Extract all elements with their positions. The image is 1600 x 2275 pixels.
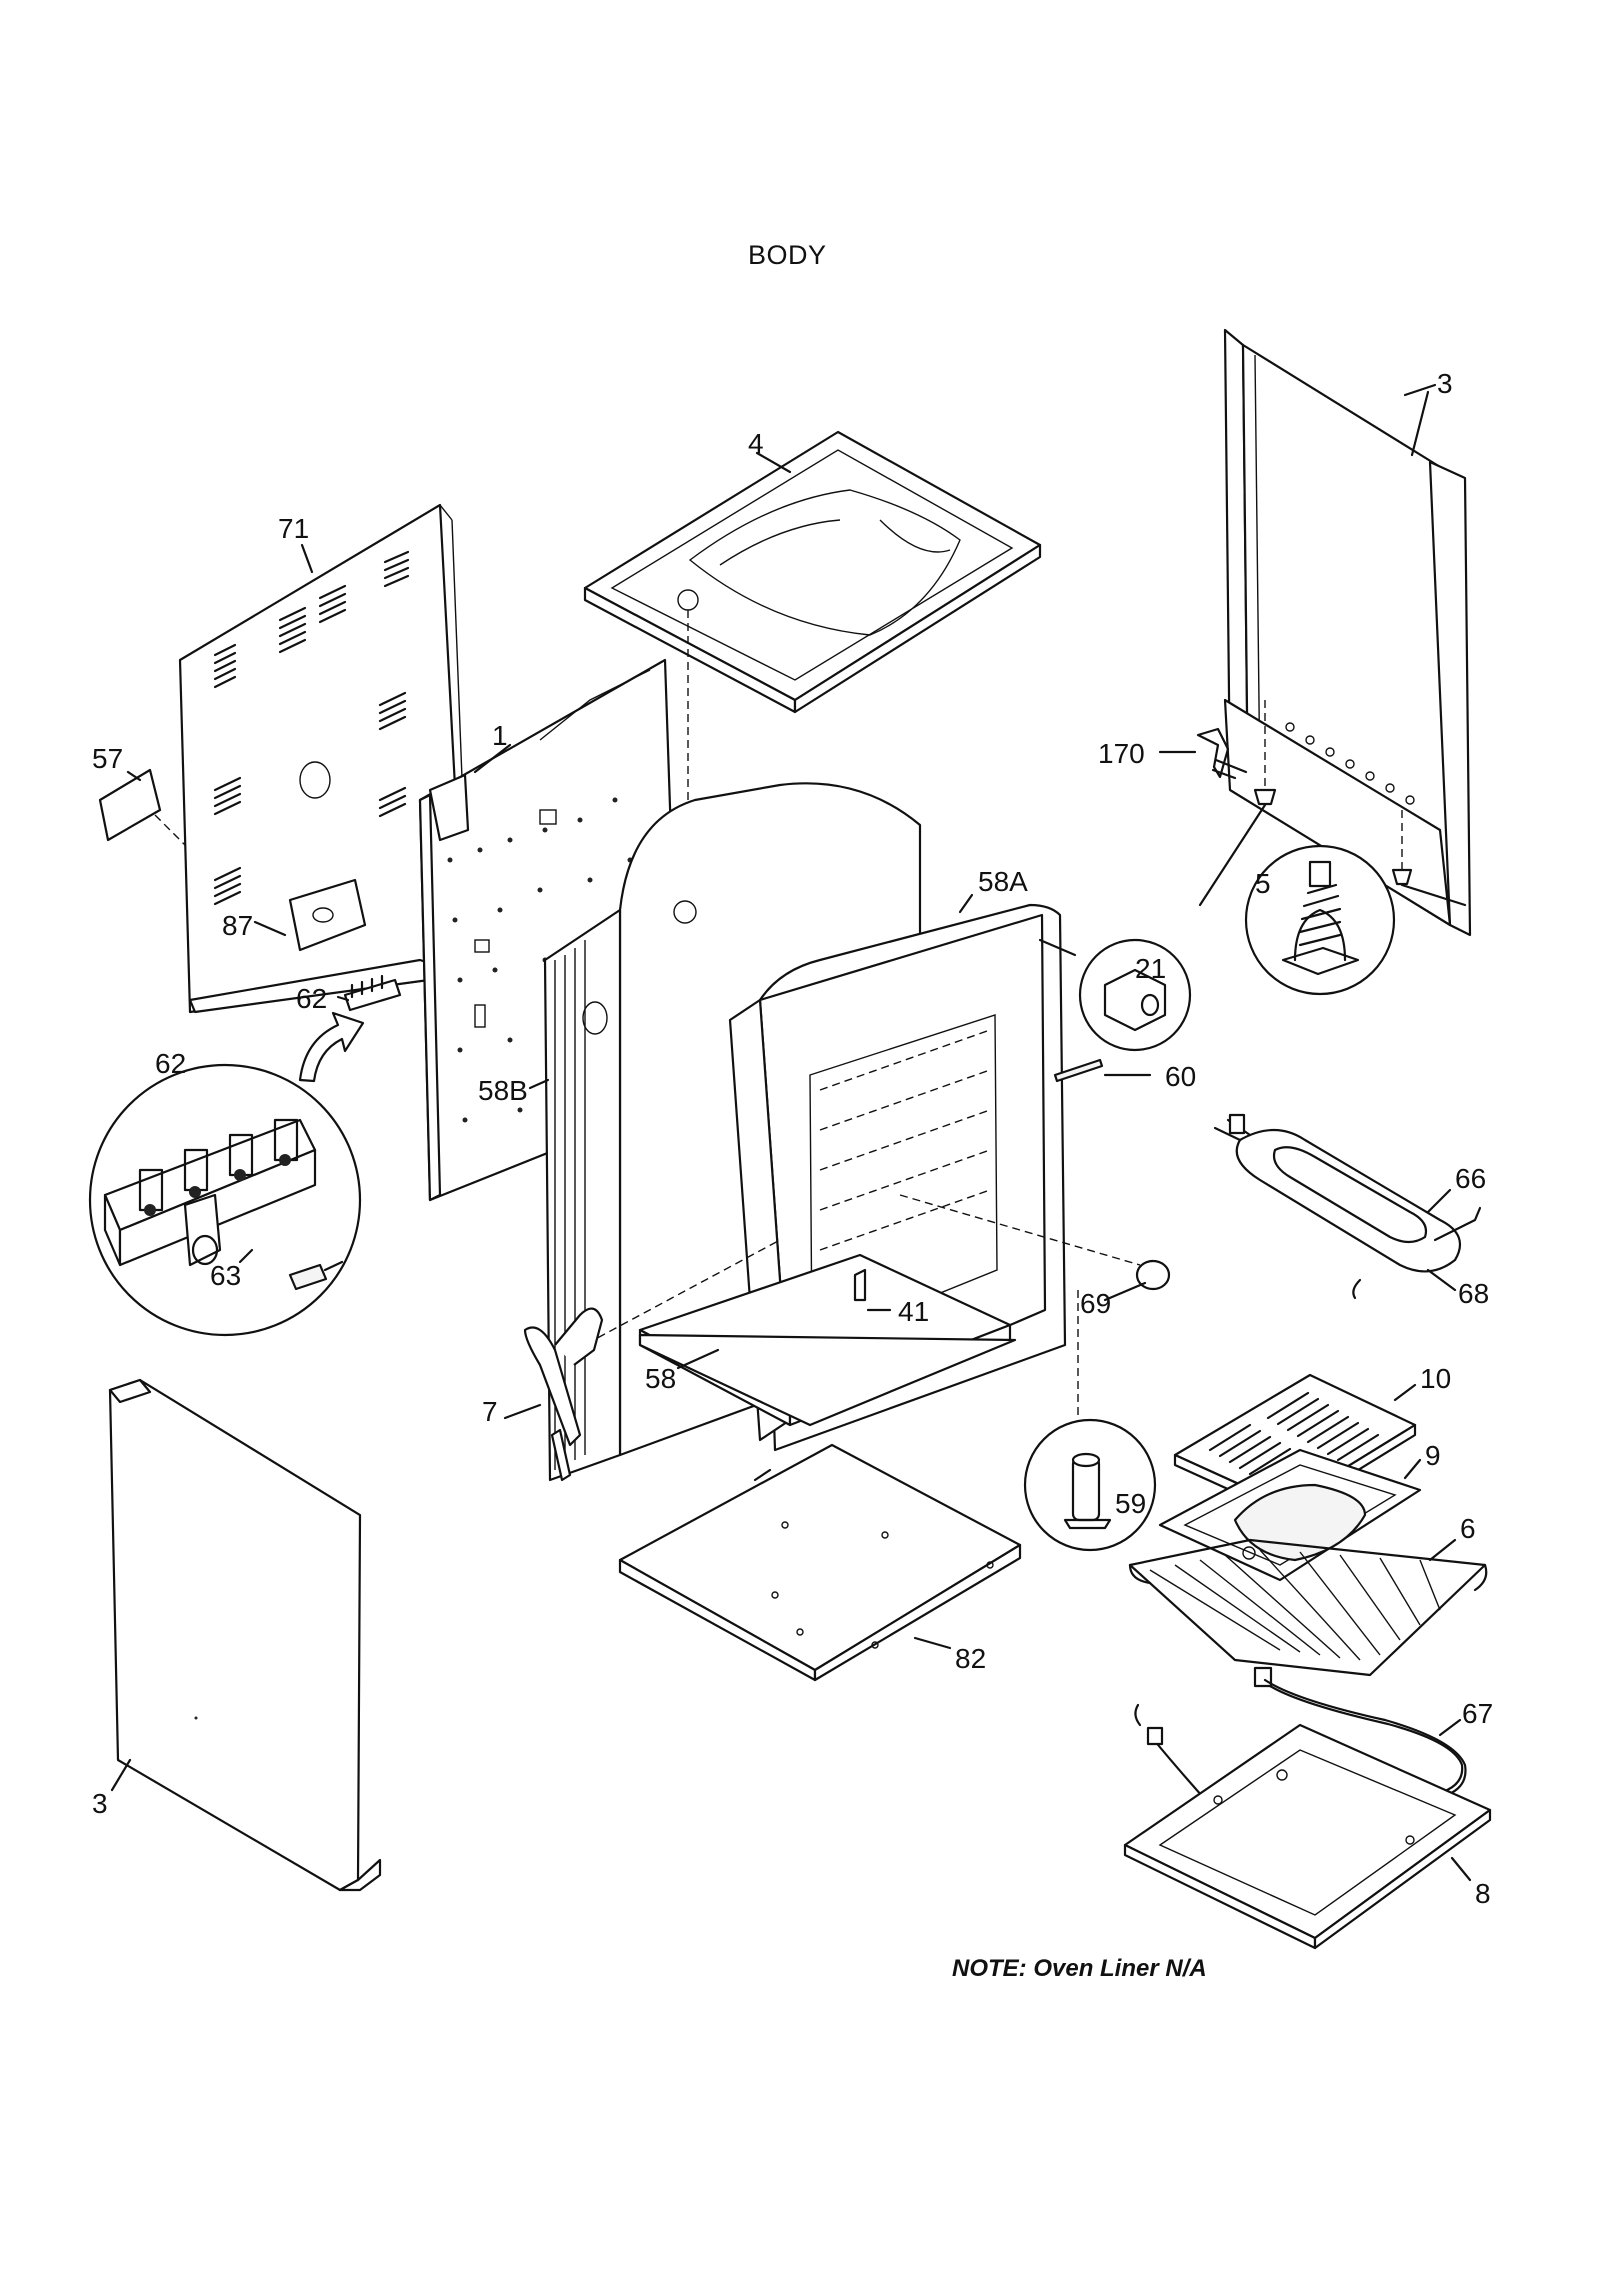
- diagram-title: BODY: [748, 240, 827, 270]
- callout-3-bottom: 3: [92, 1788, 108, 1819]
- part-8-bottom-panel: [1123, 1723, 1492, 1950]
- part-7-hinge: [523, 1307, 604, 1482]
- part-60-strip: [1053, 1058, 1152, 1083]
- leader-lines: [110, 390, 1472, 1882]
- part-6-oven-rack: [1128, 1538, 1488, 1677]
- part-3-side-panel-left: [108, 1378, 382, 1892]
- callout-8: 8: [1475, 1878, 1491, 1909]
- callout-59: 59: [1115, 1488, 1147, 1519]
- part-82-bottom-panel: [618, 1443, 1022, 1682]
- callout-9: 9: [1425, 1440, 1441, 1471]
- callout-1: 1: [492, 720, 508, 751]
- part-41-clip: [853, 1268, 892, 1312]
- callout-57: 57: [92, 743, 124, 774]
- callout-4: 4: [748, 428, 764, 459]
- callout-60: 60: [1165, 1061, 1197, 1092]
- callout-63: 63: [210, 1260, 242, 1291]
- part-170-bracket: [1158, 700, 1413, 886]
- part-3-side-panel-right: [1223, 328, 1472, 937]
- callout-82: 82: [955, 1643, 987, 1674]
- callout-58B: 58B: [478, 1075, 528, 1106]
- part-71-back-panel: [178, 503, 471, 1014]
- callout-62-top: 62: [296, 983, 328, 1014]
- part-21-inset: [1038, 938, 1192, 1052]
- callout-41: 41: [898, 1296, 930, 1327]
- callout-7: 7: [482, 1396, 498, 1427]
- callout-6: 6: [1460, 1513, 1476, 1544]
- callout-68: 68: [1458, 1278, 1490, 1309]
- callout-67: 67: [1462, 1698, 1494, 1729]
- callout-21: 21: [1135, 953, 1167, 984]
- callout-10: 10: [1420, 1363, 1452, 1394]
- callout-69: 69: [1080, 1288, 1112, 1319]
- callout-58: 58: [645, 1363, 677, 1394]
- callout-62-inset: 62: [155, 1048, 187, 1079]
- callout-5: 5: [1255, 868, 1271, 899]
- part-66-broil-element: [1213, 1113, 1482, 1300]
- callout-71: 71: [278, 513, 310, 544]
- callout-170: 170: [1098, 738, 1145, 769]
- part-5-leveling-leg-inset: [1198, 803, 1467, 996]
- callout-66: 66: [1455, 1163, 1487, 1194]
- part-59-inset: [1023, 1290, 1157, 1552]
- part-4-top-panel: [583, 430, 1042, 910]
- part-62-terminal-block: [298, 974, 402, 1083]
- part-62-63-inset: [88, 1063, 362, 1337]
- part-58-bottom-frame: [574, 1239, 1017, 1427]
- part-57-cover: [98, 768, 186, 846]
- callout-58A: 58A: [978, 866, 1028, 897]
- callout-87: 87: [222, 910, 254, 941]
- note-text: NOTE: Oven Liner N/A: [952, 1955, 1207, 1982]
- callout-3-top: 3: [1437, 368, 1453, 399]
